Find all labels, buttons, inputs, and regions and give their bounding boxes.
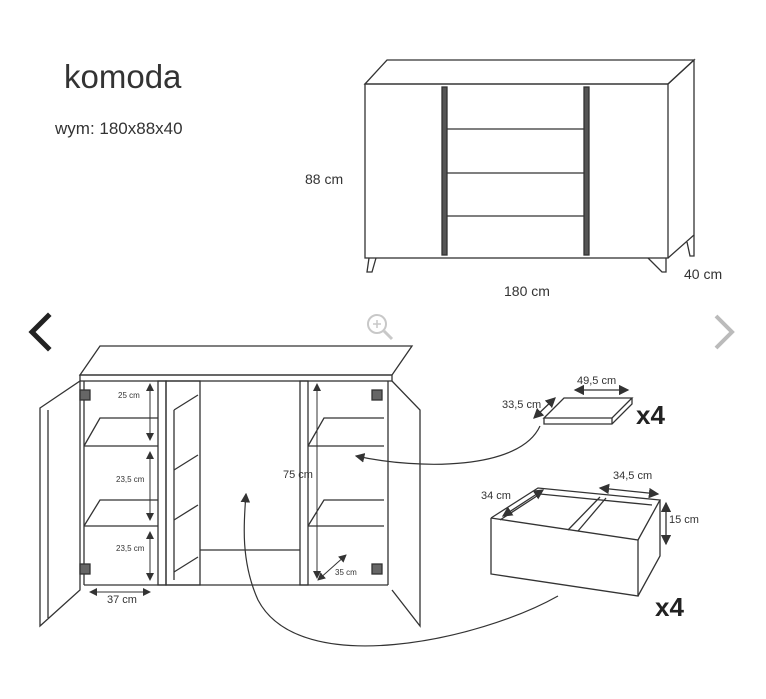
front-view-drawing <box>363 58 696 273</box>
shelf-bottom-height-label: 23,5 cm <box>116 544 145 553</box>
shelf-part-drawing <box>533 384 634 425</box>
shelf-top-height-label: 25 cm <box>118 391 140 400</box>
zoom-in-icon[interactable] <box>367 314 394 341</box>
interior-view-drawing <box>39 345 421 628</box>
chevron-right-icon[interactable] <box>714 314 735 350</box>
dimensions-text: wym: 180x88x40 <box>55 119 183 138</box>
front-height-label: 88 cm <box>305 171 344 187</box>
front-width-label: 180 cm <box>504 283 550 299</box>
inner-height-label: 75 cm <box>283 469 313 481</box>
drawer-height-label: 15 cm <box>669 514 699 526</box>
drawer-part-drawing <box>490 483 672 597</box>
shelf-part-width-label: 49,5 cm <box>577 375 617 387</box>
shelf-part-depth-label: 33,5 cm <box>502 399 542 411</box>
page-title: komoda <box>64 58 182 95</box>
shelf-mid-height-label: 23,5 cm <box>116 475 145 484</box>
shelf-quantity-label: x4 <box>636 400 665 430</box>
drawer-width-label: 34,5 cm <box>613 470 653 482</box>
front-depth-label: 40 cm <box>684 266 723 282</box>
compartment-width-label: 37 cm <box>107 594 137 606</box>
chevron-left-icon[interactable] <box>28 312 52 352</box>
interior-dimension-arrows <box>89 383 347 596</box>
assembly-arrows <box>240 425 559 647</box>
drawer-quantity-label: x4 <box>655 592 684 622</box>
